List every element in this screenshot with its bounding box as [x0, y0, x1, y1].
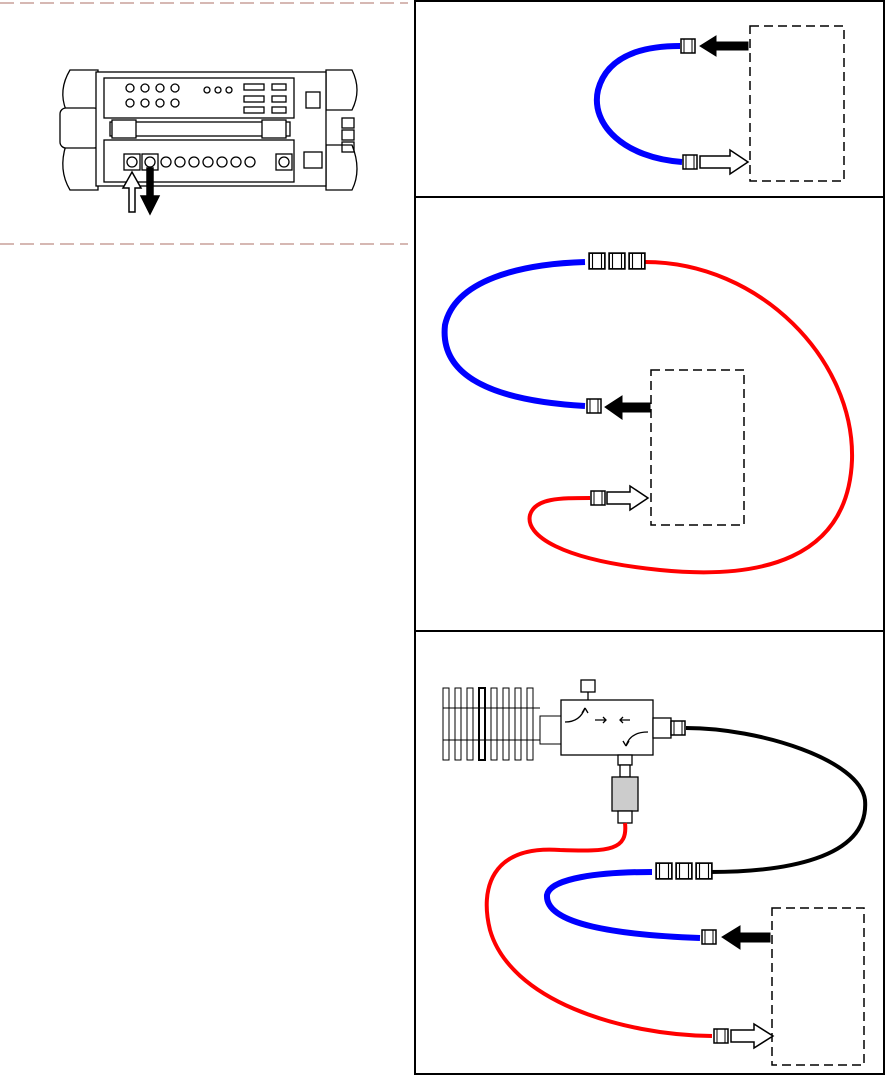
connector-adapter-icon: [609, 253, 625, 269]
connector-adapter-icon: [696, 863, 712, 879]
instrument-outline: [772, 908, 864, 1065]
solid-arrow-icon: [605, 396, 650, 419]
connector-adapter-icon: [591, 491, 605, 505]
connector-adapter-icon: [683, 155, 697, 169]
attenuator-icon: [612, 755, 638, 823]
network-analyzer-rear-icon: [60, 70, 357, 190]
instrument-illustration: [0, 3, 408, 244]
blue-cable: [445, 262, 585, 406]
connector-adapter-icon: [587, 399, 601, 413]
hollow-arrow-icon: [700, 150, 748, 174]
red-cable: [530, 262, 853, 572]
blue-cable: [597, 46, 682, 162]
blue-cable: [547, 872, 700, 938]
heatsink-load-icon: [443, 688, 562, 760]
connector-adapter-icon: [676, 863, 692, 879]
directional-coupler-icon: [561, 680, 685, 755]
panel-2: [445, 253, 852, 572]
connector-adapter-icon: [714, 1029, 728, 1043]
connector-adapter-icon: [656, 863, 672, 879]
connector-adapter-icon: [589, 253, 605, 269]
hollow-arrow-icon: [731, 1024, 773, 1048]
solid-arrow-icon: [700, 36, 748, 56]
solid-arrow-icon: [722, 926, 770, 949]
panel-3: [443, 680, 865, 1065]
connector-adapter-icon: [629, 253, 645, 269]
black-cable: [686, 728, 865, 872]
instrument-outline: [750, 26, 844, 181]
connector-adapter-icon: [681, 39, 695, 53]
hollow-arrow-icon: [607, 486, 648, 510]
instrument-outline: [651, 370, 744, 525]
connector-adapter-icon: [702, 930, 716, 944]
panel-1: [597, 26, 844, 181]
